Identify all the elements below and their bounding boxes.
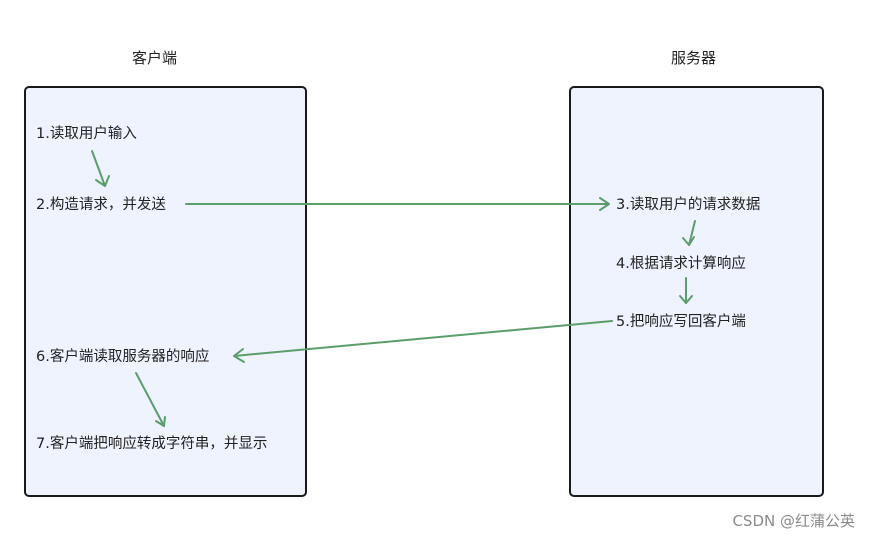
watermark: CSDN @红蒲公英: [732, 512, 855, 530]
step-compute-response: 4.根据请求计算响应: [616, 256, 746, 272]
client-lane-title: 客户端: [132, 49, 178, 67]
server-lane-title: 服务器: [671, 49, 717, 67]
arrow-step4-to-step5: [679, 277, 693, 304]
step-client-display-string: 7.客户端把响应转成字符串，并显示: [36, 436, 268, 452]
step-read-user-input: 1.读取用户输入: [36, 126, 137, 142]
arrow-step3-to-step4: [682, 220, 696, 246]
arrow-step6-to-step7: [135, 372, 166, 427]
step-client-read-response: 6.客户端读取服务器的响应: [36, 349, 210, 365]
step-write-response-back: 5.把响应写回客户端: [616, 314, 746, 330]
server-lane: [569, 86, 824, 497]
arrow-request-to-server: [185, 197, 610, 211]
step-read-request-data: 3.读取用户的请求数据: [616, 197, 761, 213]
client-lane: [24, 86, 307, 497]
arrow-step1-to-step2: [91, 150, 110, 187]
step-build-and-send-request: 2.构造请求，并发送: [36, 197, 166, 213]
arrow-response-to-client: [233, 320, 613, 363]
